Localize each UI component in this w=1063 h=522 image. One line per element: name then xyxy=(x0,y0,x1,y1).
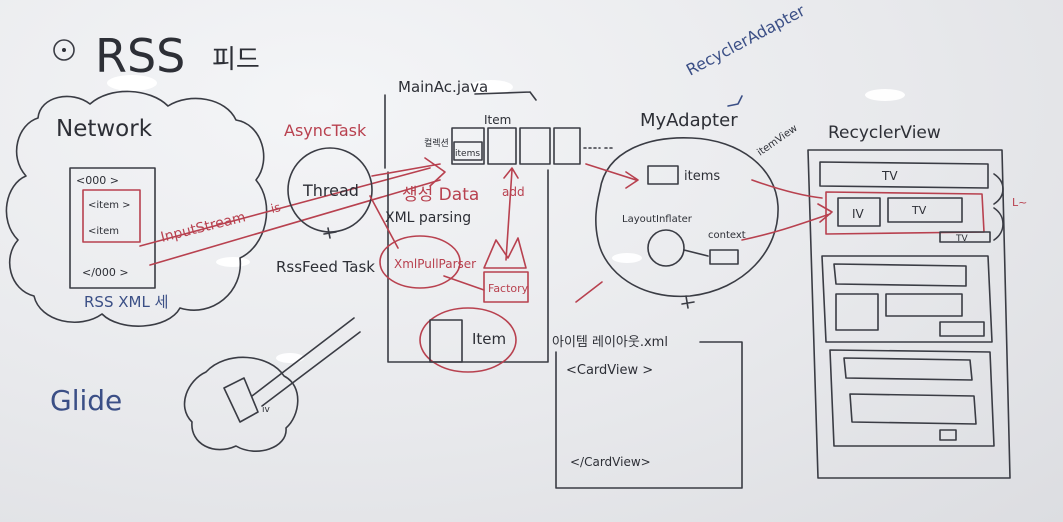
light-glare xyxy=(276,353,304,363)
layout-inflater-label: LayoutInflater xyxy=(622,214,693,225)
recycler-tv1: TV xyxy=(881,169,898,183)
data-create-label: 생성 Data xyxy=(402,185,479,205)
item-label: Item xyxy=(484,113,511,127)
context-box xyxy=(710,250,738,264)
recycler-side-mark: L~ xyxy=(1012,196,1027,209)
adapter-items-box xyxy=(648,166,678,184)
add-label: add xyxy=(502,185,525,199)
array-cell xyxy=(488,128,516,164)
array-cell xyxy=(554,128,580,164)
async-task-label: AsyncTask xyxy=(284,121,367,140)
factory-icon xyxy=(484,238,526,268)
xml-pull-parser-label: XmlPullParser xyxy=(394,257,476,271)
recycler-tv3: TV xyxy=(955,234,968,244)
input-stream-abbr: is xyxy=(269,200,282,216)
thread-label: Thread xyxy=(302,181,359,200)
glide-label: Glide xyxy=(50,384,122,417)
my-adapter-label: MyAdapter xyxy=(640,110,738,131)
item-close-tag: <item xyxy=(88,226,119,237)
recycler-adapter-label: RecyclerAdapter xyxy=(683,1,809,80)
recycler-tv2: TV xyxy=(911,204,927,217)
board-title: RSS xyxy=(95,29,185,83)
adapter-to-recycler-arrow xyxy=(742,204,832,240)
light-glare xyxy=(865,89,905,101)
item-open-tag: <item > xyxy=(88,200,131,211)
glide-cloud xyxy=(185,357,298,451)
xml-parsing-label: XML parsing xyxy=(385,210,471,226)
arrow-head-icon xyxy=(425,158,445,186)
network-label: Network xyxy=(56,116,153,142)
xml-open-tag: <000 > xyxy=(76,174,119,187)
rss-xml-caption: RSS XML 세 xyxy=(84,293,168,311)
add-arrow-icon xyxy=(504,168,518,260)
recycler-row xyxy=(830,350,994,446)
rss-feed-task-label: RssFeed Task xyxy=(276,258,375,276)
item-view-label: itemView xyxy=(755,123,799,159)
glide-note: iv xyxy=(262,405,271,415)
context-label: context xyxy=(708,230,746,241)
item-object-box xyxy=(430,320,462,362)
recycler-iv: IV xyxy=(852,207,865,221)
card-view-open: <CardView > xyxy=(566,363,653,378)
recycler-view-label: RecyclerView xyxy=(828,123,941,143)
xml-close-tag: </000 > xyxy=(82,266,129,279)
items-arrow-icon xyxy=(586,164,638,188)
collection-label: 컬렉션 xyxy=(424,138,449,149)
factory-label: Factory xyxy=(488,282,529,295)
items-cell-label: items xyxy=(455,149,480,159)
adapter-items-label: items xyxy=(684,169,720,184)
recycler-tv-row xyxy=(820,162,988,188)
card-layout-file: 아이템 레이아웃.xml xyxy=(552,335,668,350)
item-object-label: Item xyxy=(472,330,506,348)
glide-image-icon xyxy=(224,378,258,422)
adapter-to-recycler-arrow xyxy=(752,180,822,198)
inflater-circle xyxy=(648,230,684,266)
card-view-close: </CardView> xyxy=(570,455,651,469)
array-cell xyxy=(520,128,550,164)
light-glare xyxy=(216,257,250,267)
light-glare xyxy=(612,253,642,263)
board-title-suffix: 피드 xyxy=(212,45,260,75)
